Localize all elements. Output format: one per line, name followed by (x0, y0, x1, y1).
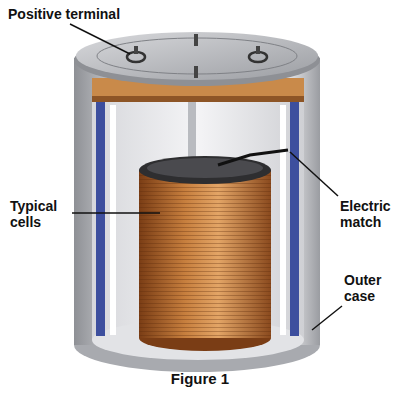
cells-stack (139, 170, 271, 338)
outer-case (74, 58, 320, 345)
cells-lines (139, 170, 271, 338)
lid-top (76, 32, 318, 80)
terminal-pin (256, 46, 260, 54)
liner-left (96, 100, 105, 336)
electric-match (218, 150, 288, 165)
part-label: Typical cells (10, 198, 70, 230)
terminal-pin (134, 46, 138, 54)
sleeve-right (280, 105, 286, 335)
part-label: Positive terminal (8, 6, 158, 22)
leader-line (312, 306, 342, 330)
cells-top-inner (147, 158, 263, 178)
part-label: Electric match (340, 198, 398, 230)
case-interior (92, 78, 304, 340)
leader-line (72, 212, 160, 214)
insulation-edge (92, 96, 304, 102)
part-label: Outer case (344, 272, 398, 304)
leader-line (290, 152, 338, 196)
leader-line (70, 24, 130, 54)
liner-right (290, 100, 299, 336)
cells-top (139, 156, 271, 184)
terminal-pin (194, 34, 198, 46)
sleeve-left (110, 105, 116, 335)
figure-caption: Figure 1 (0, 370, 400, 388)
terminal-pin (194, 66, 198, 78)
